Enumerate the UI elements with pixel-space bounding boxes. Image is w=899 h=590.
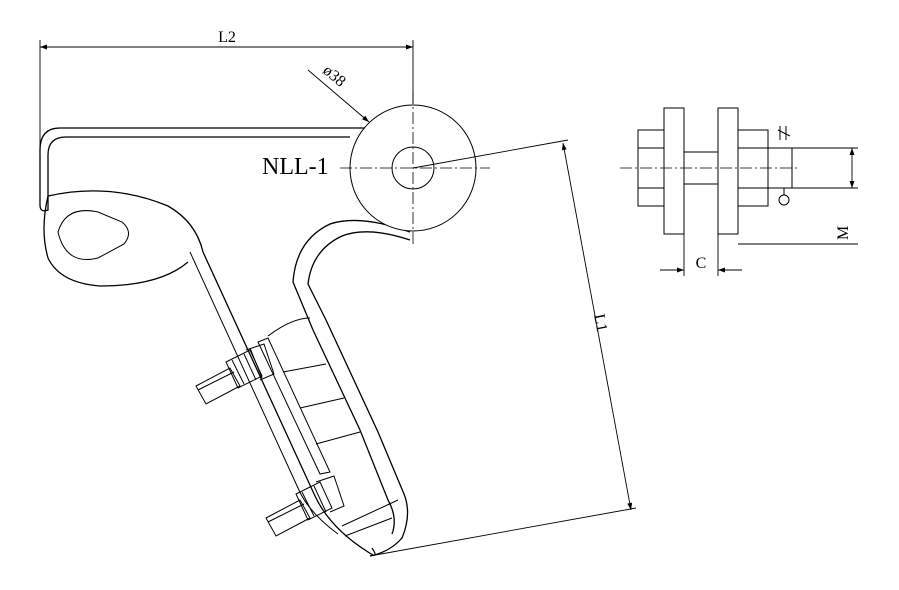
- pulley-wheel: [340, 92, 490, 245]
- upper-bolt: [195, 343, 275, 405]
- model-label: NLL-1: [262, 154, 329, 180]
- bolt-assembly-detail: M C: [620, 107, 858, 276]
- c-label: C: [696, 255, 707, 272]
- dimension-diameter: ø38: [307, 62, 370, 123]
- m-label: M: [835, 226, 852, 240]
- lower-bolt: [265, 475, 345, 537]
- mounting-eye: [57, 210, 129, 260]
- l2-label: L2: [218, 29, 236, 46]
- dimension-l2: L2: [39, 29, 414, 206]
- l1-label: L1: [590, 313, 610, 334]
- diameter-label: ø38: [319, 62, 348, 90]
- dimension-l1: L1: [369, 139, 637, 557]
